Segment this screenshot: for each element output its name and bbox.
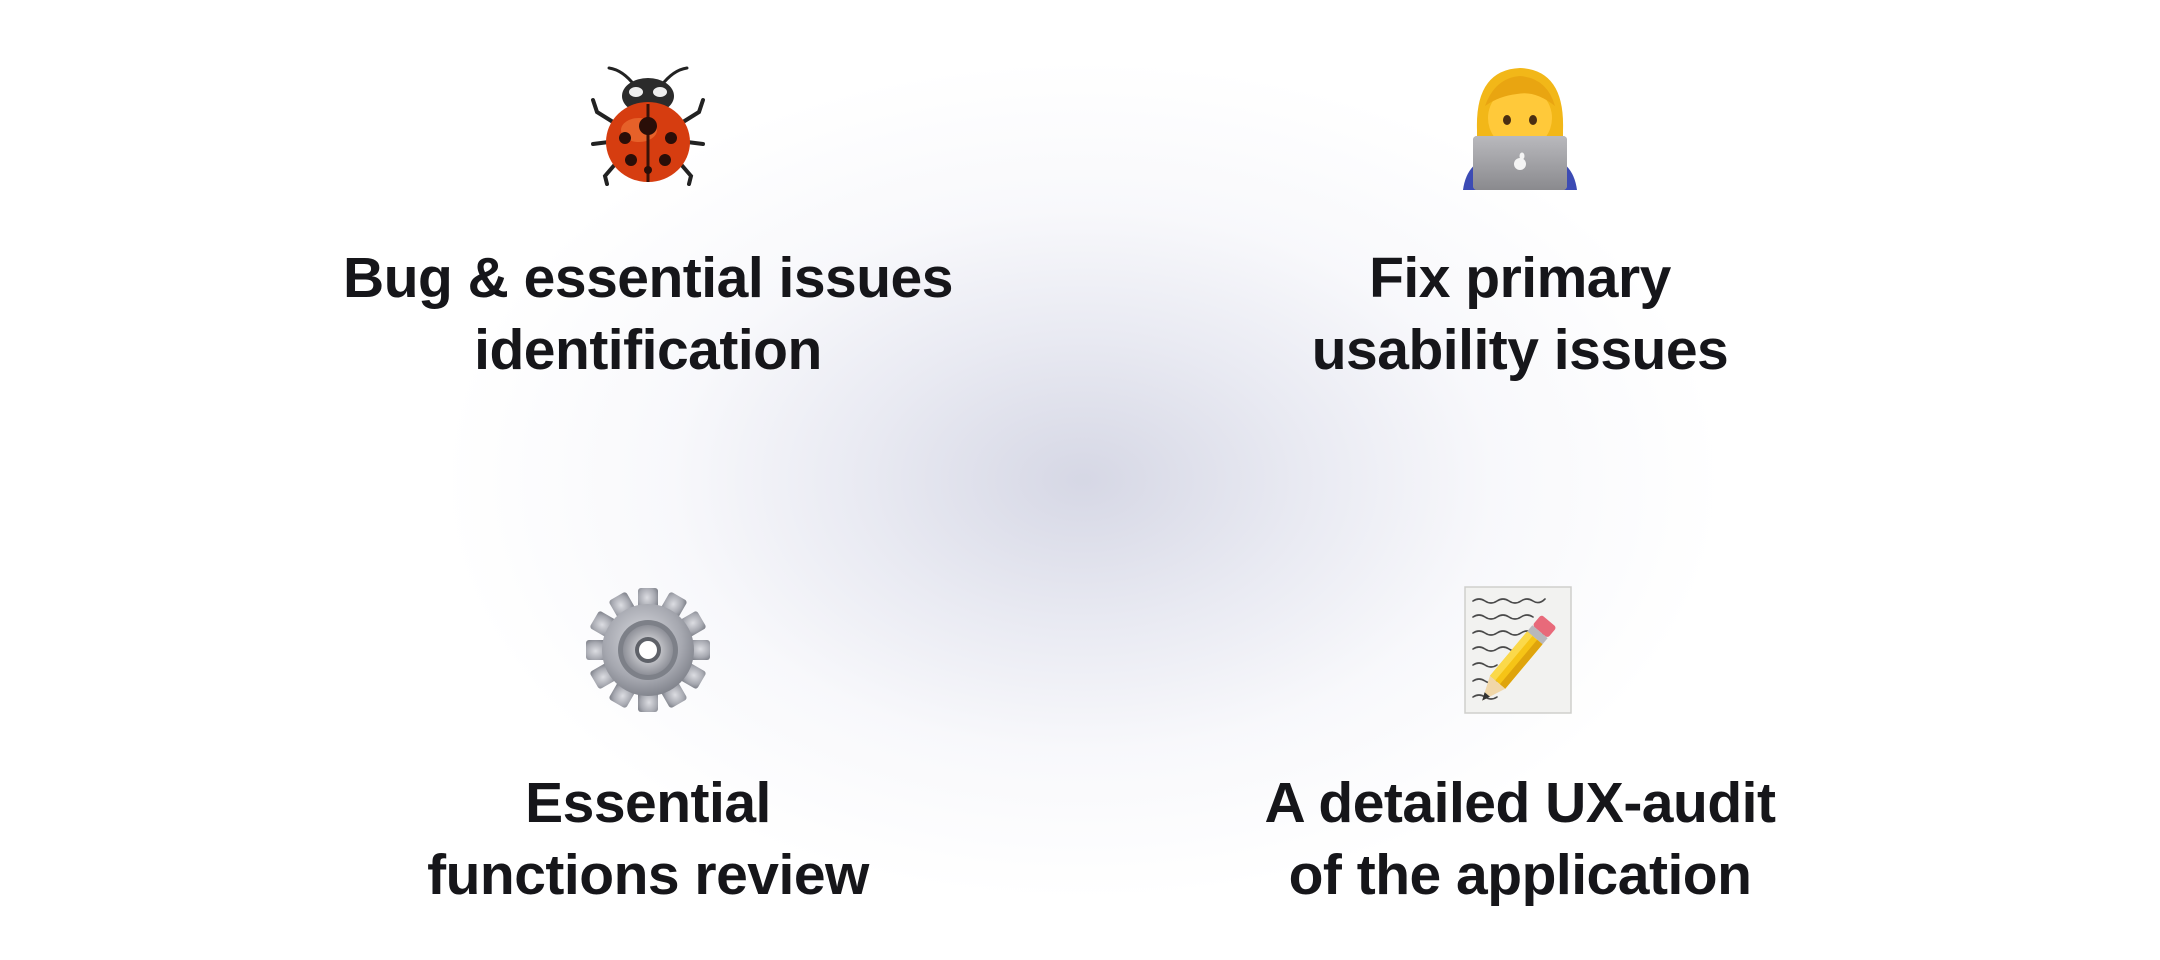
feature-title: Bug & essential issues identification <box>343 242 953 386</box>
feature-title-line1: Fix primary <box>1369 246 1671 310</box>
feature-card-functions-review: Essential functions review <box>268 585 1028 911</box>
feature-card-usability-fixes: Fix primary usability issues <box>1140 60 1900 386</box>
feature-card-bug-identification: Bug & essential issues identification <box>268 60 1028 386</box>
feature-title-line2: functions review <box>427 843 869 907</box>
memo-pencil-icon <box>1455 585 1585 715</box>
feature-title-line1: A detailed UX-audit <box>1264 771 1776 835</box>
feature-title: Fix primary usability issues <box>1312 242 1729 386</box>
feature-title: Essential functions review <box>427 767 869 911</box>
feature-title: A detailed UX-audit of the application <box>1265 767 1776 911</box>
feature-title-line1: Bug & essential issues <box>343 246 953 310</box>
woman-technologist-icon <box>1455 60 1585 190</box>
gear-icon <box>583 585 713 715</box>
ladybug-icon <box>583 60 713 190</box>
feature-title-line2: usability issues <box>1311 318 1729 382</box>
feature-card-ux-audit: A detailed UX-audit of the application <box>1140 585 1900 911</box>
feature-title-line2: of the application <box>1288 843 1752 907</box>
feature-title-line1: Essential <box>525 771 771 835</box>
feature-title-line2: identification <box>474 318 822 382</box>
